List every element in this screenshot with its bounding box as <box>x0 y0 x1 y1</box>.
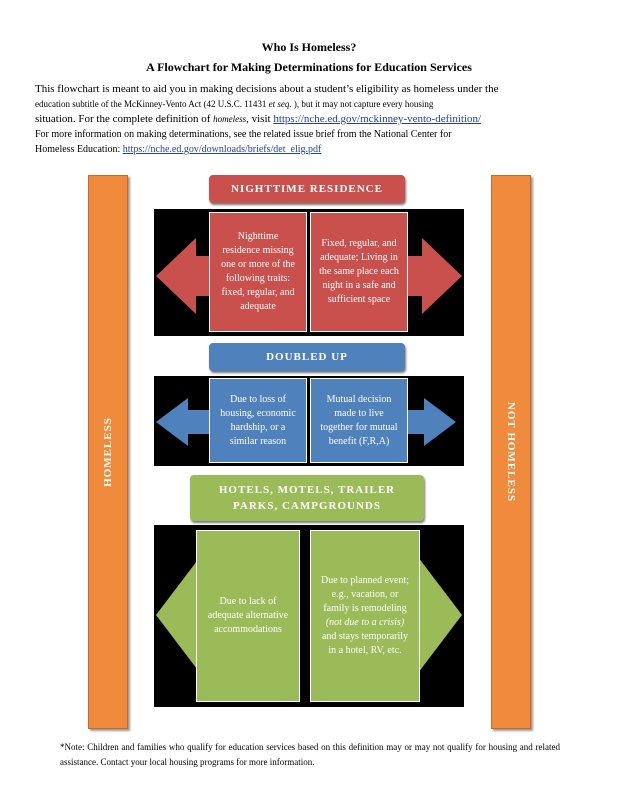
not-homeless-arrow-right <box>402 238 462 314</box>
hotels-not-homeless-text-2: and stays temporarily in a hotel, RV, et… <box>321 631 409 656</box>
doubled-up-not-homeless-box: Mutual decision made to live together fo… <box>310 378 408 463</box>
homeless-label: HOMELESS <box>102 417 114 487</box>
doubled-up-arrows <box>156 398 456 446</box>
hotels-not-homeless-text: Due to planned event; e.g., vacation, or… <box>320 575 410 614</box>
homeless-arrow-left <box>156 238 216 314</box>
intro-line-2: education subtitle of the McKinney-Vento… <box>35 99 434 109</box>
not-homeless-arrow-right <box>408 557 462 673</box>
not-due-to-crisis: (not due to a crisis) <box>325 617 405 628</box>
homeless-arrow-left <box>156 398 212 446</box>
nighttime-homeless-box: Nighttime residence missing one or more … <box>209 212 307 332</box>
not-homeless-label: NOT HOMELESS <box>505 401 517 503</box>
intro-line-1: This flowchart is meant to aid you in ma… <box>35 83 499 95</box>
nighttime-not-homeless-box: Fixed, regular, and adequate; Living in … <box>310 212 408 332</box>
intro-line-5: Homeless Education: https://nche.ed.gov/… <box>35 144 322 155</box>
page-subtitle: A Flowchart for Making Determinations fo… <box>146 60 472 74</box>
nighttime-residence-header: NIGHTTIME RESIDENCE <box>209 175 405 203</box>
not-homeless-sidebar: NOT HOMELESS <box>491 175 531 729</box>
footnote: *Note: Children and families who qualify… <box>60 742 560 767</box>
intro-line-3: situation. For the complete definition o… <box>35 113 482 125</box>
intro-line-4: For more information on making determina… <box>35 129 452 140</box>
definition-link[interactable]: https://nche.ed.gov/mckinney-vento-defin… <box>273 113 482 125</box>
doubled-up-header: DOUBLED UP <box>209 343 405 371</box>
not-homeless-arrow-right <box>400 398 456 446</box>
page-title: Who Is Homeless? <box>261 40 357 54</box>
hotels-not-homeless-box: Due to planned event; e.g., vacation, or… <box>310 530 420 702</box>
hotels-motels-header: HOTELS, MOTELS, TRAILER PARKS, CAMPGROUN… <box>190 475 424 521</box>
doubled-up-homeless-box: Due to loss of housing, economic hardshi… <box>209 378 307 463</box>
homeless-sidebar: HOMELESS <box>88 175 128 729</box>
hotels-homeless-box: Due to lack of adequate alternative acco… <box>196 530 300 702</box>
nighttime-arrows <box>156 238 462 314</box>
brief-link[interactable]: https://nche.ed.gov/downloads/briefs/det… <box>122 144 322 155</box>
intro-paragraph: This flowchart is meant to aid you in ma… <box>35 82 580 157</box>
